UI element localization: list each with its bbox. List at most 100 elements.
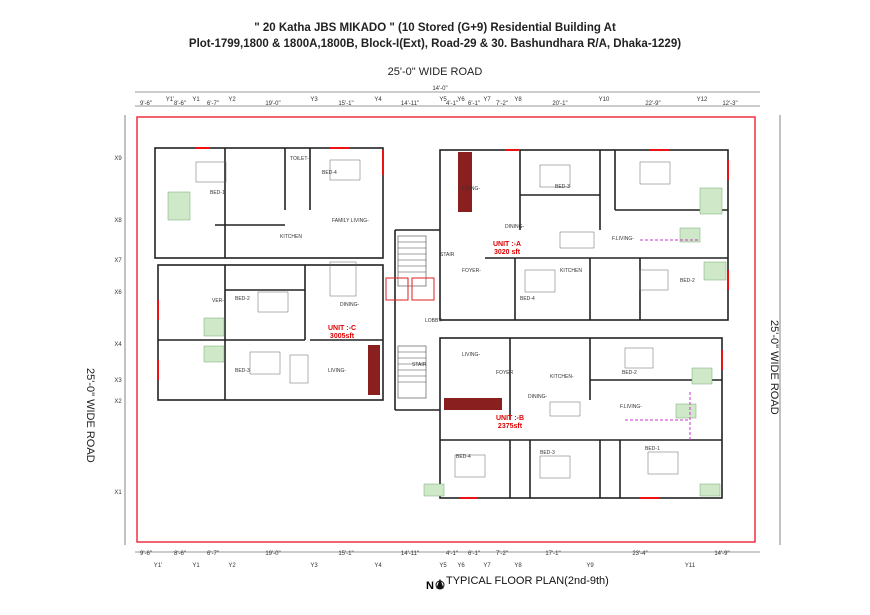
grid-left-7: X1 — [114, 490, 122, 496]
dim-top-11: 12'-3" — [722, 101, 737, 107]
room-family-living: FAMILY LIVING- — [332, 218, 369, 224]
grid-left-0: X9 — [114, 156, 122, 162]
grid-bottom-7: Y7 — [483, 563, 491, 569]
plan-caption: TYPICAL FLOOR PLAN(2nd-9th) — [446, 575, 609, 587]
lift-shafts — [385, 277, 435, 301]
unit-c-name: UNIT :-C — [328, 325, 356, 332]
dim-top-10: 22'-9" — [645, 101, 660, 107]
room-bed2-b: BED-2 — [622, 370, 637, 376]
unit-c-area: 3005sft — [330, 333, 355, 340]
furniture — [195, 159, 679, 479]
dim-bottom-1: 8'-6" — [174, 551, 186, 557]
grid-top-8: Y8 — [514, 97, 522, 103]
grid-bottom-3: Y3 — [310, 563, 318, 569]
room-flving-a: F.LIVING- — [612, 236, 634, 242]
room-foyer-b: FOYER — [496, 370, 514, 376]
dim-bottom-0: 9'-6" — [140, 551, 152, 557]
planters — [167, 187, 727, 497]
dim-bottom-11: 14'-9" — [714, 551, 729, 557]
room-dining-b: DINING- — [528, 394, 548, 400]
dim-top-1: 8'-6" — [174, 101, 186, 107]
unit-a-name: UNIT :-A — [493, 241, 521, 248]
stair-core — [397, 235, 427, 399]
windows — [157, 147, 729, 499]
grid-top-7: Y7 — [483, 97, 491, 103]
grid-bottom-10: Y11 — [685, 563, 696, 569]
grid-left-2: X7 — [114, 258, 122, 264]
grid-bottom-6: Y6 — [457, 563, 465, 569]
dim-top-5: 14'-11" — [401, 101, 419, 107]
room-bed4-b: BED-4 — [456, 454, 471, 460]
room-stair-2: STAIR — [412, 362, 427, 368]
room-kitchen-c: KITCHEN — [280, 234, 302, 240]
room-flving-b: F.LIVING- — [620, 404, 642, 410]
grid-top-1: Y1 — [192, 97, 200, 103]
room-foyer-a: FOYER- — [462, 268, 481, 274]
dim-top-3: 19'-0" — [265, 101, 280, 107]
road-label-top: 25'-0" WIDE ROAD — [387, 66, 483, 78]
grid-labels-left: X9 X8 X7 X6 X4 X3 X2 X1 — [114, 156, 122, 496]
grid-bottom-1: Y1 — [192, 563, 200, 569]
grid-top-3: Y3 — [310, 97, 318, 103]
grid-bottom-0: Y1' — [154, 563, 162, 569]
grid-bottom-2: Y2 — [228, 563, 236, 569]
room-bed3-c: BED-3 — [235, 368, 250, 374]
dim-bottom-2: 6'-7" — [207, 551, 219, 557]
unit-b-name: UNIT :-B — [496, 415, 524, 422]
room-bed1-b: BED-1 — [645, 446, 660, 452]
room-kitchen-b: KITCHEN- — [550, 374, 574, 380]
unit-a-area: 3020 sft — [494, 249, 521, 256]
grid-top-10: Y12 — [697, 97, 708, 103]
grid-left-1: X8 — [114, 218, 122, 224]
plot-boundary — [136, 116, 756, 543]
room-living-a: LIVING- — [462, 186, 480, 192]
room-bed2-a: BED-2 — [680, 278, 695, 284]
grid-labels-top: Y1' Y1 Y2 Y3 Y4 Y5 Y6 Y7 Y8 Y10 Y12 — [166, 97, 708, 103]
grid-bottom-8: Y8 — [514, 563, 522, 569]
grid-bottom-9: Y9 — [586, 563, 594, 569]
dims-top: 9'-6" 8'-6" 6'-7" 19'-0" 15'-1" 14'-11" … — [140, 101, 738, 107]
grid-left-6: X2 — [114, 399, 122, 405]
room-bed1-a: BED-1 — [210, 190, 225, 196]
dims-bottom: 9'-6" 8'-6" 6'-7" 19'-0" 15'-1" 14'-11" … — [140, 551, 730, 557]
dim-bottom-10: 23'-4" — [632, 551, 647, 557]
room-bed4-a: BED-4 — [520, 296, 535, 302]
grid-top-6: Y6 — [457, 97, 465, 103]
dim-top-0: 9'-6" — [140, 101, 152, 107]
dim-top-8: 7'-2" — [496, 101, 508, 107]
grid-left-4: X4 — [114, 342, 122, 348]
grid-bottom-5: Y5 — [439, 563, 447, 569]
grid-top-9: Y10 — [599, 97, 610, 103]
overall-dim-top: 14'-0" — [432, 86, 447, 92]
room-bed3-b: BED-3 — [540, 450, 555, 456]
dim-bottom-7: 6'-1" — [468, 551, 480, 557]
dim-top-2: 6'-7" — [207, 101, 219, 107]
room-bed2-c: BED-2 — [235, 296, 250, 302]
unit-labels: UNIT :-A 3020 sft UNIT :-B 2375sft UNIT … — [328, 241, 524, 430]
grid-top-4: Y4 — [374, 97, 382, 103]
dim-top-7: 6'-1" — [468, 101, 480, 107]
dim-bottom-6: 4'-1" — [446, 551, 458, 557]
grid-left-5: X3 — [114, 378, 122, 384]
north-arrow-icon — [435, 578, 445, 590]
dim-bottom-5: 14'-11" — [401, 551, 419, 557]
room-bed3-a: BED-3 — [555, 184, 570, 190]
dim-bottom-9: 17'-1" — [545, 551, 560, 557]
room-stair-1: STAIR — [440, 252, 455, 258]
room-living-b: LIVING- — [462, 352, 480, 358]
partitions — [625, 239, 700, 440]
grid-left-3: X6 — [114, 290, 122, 296]
dim-bottom-4: 15'-1" — [338, 551, 353, 557]
plan-title-line1: " 20 Katha JBS MIKADO " (10 Stored (G+9)… — [254, 22, 616, 34]
grid-top-2: Y2 — [228, 97, 236, 103]
room-lobby: LOBBY- — [425, 318, 443, 324]
room-bed4-c: BED-4 — [322, 170, 337, 176]
room-dining-a: DINING- — [505, 224, 525, 230]
grid-top-5: Y5 — [439, 97, 447, 103]
building-walls — [154, 147, 729, 499]
room-verandah: VER- — [212, 298, 224, 304]
unit-b-area: 2375sft — [498, 423, 523, 430]
room-toilet: TOILET- — [290, 156, 309, 162]
dim-top-6: 4'-1" — [446, 101, 458, 107]
